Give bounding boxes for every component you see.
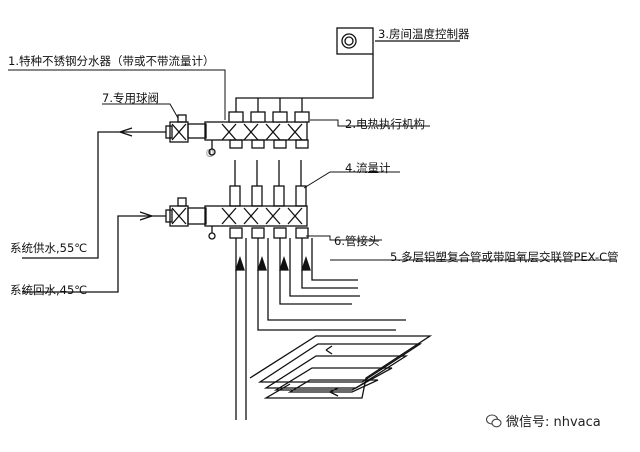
label-actuator: 2.电热执行机构	[345, 117, 425, 131]
label-thermostat: 3.房间温度控制器	[378, 27, 470, 41]
label-pipe: 5.多层铝塑复合管或带阻氧层交联管PEX-C管	[390, 250, 619, 264]
main-pipes	[22, 127, 166, 293]
watermark-text: 微信号: nhvaca	[506, 415, 601, 430]
label-flowmeter: 4.流量计	[345, 161, 391, 175]
watermark: 微信号: nhvaca	[485, 411, 601, 430]
label-valve: 7.专用球阀	[102, 91, 159, 105]
floor-coil	[249, 335, 433, 399]
leader-lines	[8, 69, 616, 261]
label-fitting: 6.管接头	[334, 234, 380, 248]
label-supply: 系统供水,55℃	[10, 241, 88, 255]
supply-manifold	[165, 111, 310, 156]
label-return: 系统回水,45℃	[10, 283, 88, 297]
thermostat-unit	[235, 27, 460, 112]
wechat-icon	[485, 414, 502, 428]
label-manifold: 1.特种不锈钢分水器（带或不带流量计）	[8, 54, 215, 68]
valve-marker-upper: ⓵	[206, 149, 214, 158]
pipe-loops	[235, 238, 406, 420]
return-manifold	[165, 160, 309, 240]
